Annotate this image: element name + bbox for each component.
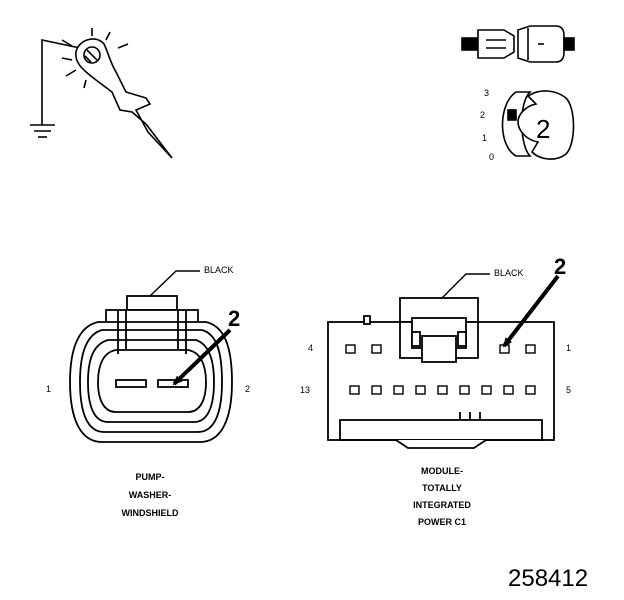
terminal-position-0: 0 — [489, 152, 495, 162]
tipm-cavity-top-2 — [371, 344, 382, 354]
tipm-cavity-bottom-1 — [349, 385, 360, 395]
terminal-side-icon — [461, 25, 575, 63]
right-connector-pin-4: 4 — [308, 343, 314, 353]
left-color-callout-leader — [149, 270, 200, 297]
tipm-cavity-bottom-7 — [481, 385, 492, 395]
tipm-cavity-top-1 — [345, 344, 356, 354]
right-connector-color-label: BLACK — [494, 268, 524, 278]
tipm-cavity-grid — [345, 344, 536, 395]
right-name-line-3: INTEGRATED — [413, 500, 471, 510]
left-connector-color-label: BLACK — [204, 265, 234, 275]
right-connector-pin-1: 1 — [566, 343, 572, 353]
terminal-number-label: 2 — [536, 114, 551, 144]
tipm-cavity-bottom-4 — [415, 385, 426, 395]
left-terminal-arrow — [172, 328, 232, 386]
right-name-line-2: TOTALLY — [422, 483, 462, 493]
tipm-cavity-bottom-6 — [459, 385, 470, 395]
tipm-cavity-bottom-3 — [393, 385, 404, 395]
tipm-cavity-bottom-9 — [525, 385, 536, 395]
tipm-connector-body — [327, 297, 555, 449]
right-terminal-callout: 2 — [554, 254, 567, 279]
left-name-line-1: PUMP- — [135, 472, 165, 482]
terminal-position-3: 3 — [484, 88, 490, 98]
tipm-cavity-bottom-2 — [371, 385, 382, 395]
terminal-position-1: 1 — [482, 133, 488, 143]
left-name-line-3: WINDSHIELD — [121, 508, 179, 518]
right-terminal-arrow — [502, 274, 560, 348]
right-name-line-4: POWER C1 — [417, 517, 466, 527]
right-color-callout-leader — [441, 273, 490, 299]
right-connector-pin-13: 13 — [300, 385, 311, 395]
pump-washer-connector-body — [69, 295, 233, 443]
right-connector-name: MODULE- TOTALLY INTEGRATED POWER C1 — [382, 464, 502, 529]
tipm-cavity-bottom-8 — [503, 385, 514, 395]
terminal-position-icon — [501, 90, 575, 160]
terminal-position-2: 2 — [480, 110, 486, 120]
probe-tool-icon — [30, 28, 173, 159]
left-name-line-2: WASHER- — [128, 490, 172, 500]
tipm-cavity-top-4 — [525, 344, 536, 354]
figure-number: 258412 — [508, 565, 589, 592]
right-connector-pin-5: 5 — [566, 385, 572, 395]
left-connector-name: PUMP- WASHER- WINDSHIELD — [90, 470, 210, 520]
left-terminal-callout: 2 — [228, 306, 241, 331]
right-name-line-1: MODULE- — [421, 466, 463, 476]
tipm-cavity-bottom-5 — [437, 385, 448, 395]
left-connector-pin-2: 2 — [245, 384, 251, 394]
left-connector-pin-1: 1 — [46, 384, 52, 394]
